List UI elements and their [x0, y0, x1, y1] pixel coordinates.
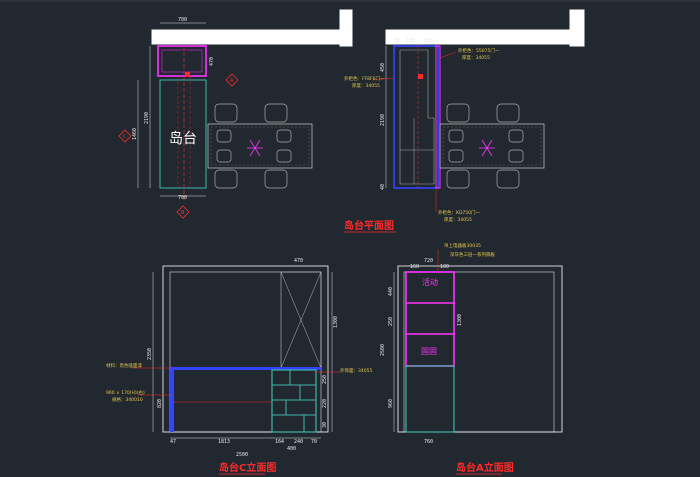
- table-pattern: [442, 126, 542, 166]
- island-edge-magenta: [435, 45, 441, 189]
- dim-a-right: 1300: [457, 314, 463, 326]
- chairs: [214, 103, 292, 189]
- table-pattern: [210, 126, 310, 166]
- callout-a-marker: [225, 73, 239, 87]
- dim-c-bottom-e: 70: [311, 439, 317, 445]
- dim-a-bottom: 760: [424, 439, 433, 445]
- dim-a-s1: 160: [410, 264, 419, 270]
- dim-c-r3: 30: [322, 422, 328, 428]
- room-outline: [162, 265, 329, 433]
- marker-square: [185, 72, 190, 77]
- island-top-cabinet: [157, 45, 207, 77]
- flower-icon: [479, 139, 495, 157]
- note-c-r1: 外饰面：34055: [340, 367, 372, 374]
- counter-side: [170, 370, 174, 432]
- note-p2-b2: 厚度：34055: [444, 216, 472, 223]
- elevation-a: 活动 固固 720 440 250 2500 960 1300 760 160 …: [380, 242, 563, 475]
- dim-p2-top-a: 30: [394, 38, 400, 44]
- dim-top-width: 700: [178, 17, 187, 23]
- elev-c-title: 岛台C立面图: [219, 461, 276, 474]
- marker-square: [418, 74, 423, 79]
- lower-shelving: [271, 369, 317, 433]
- note-p2-b1: 外柜色：KD750门一: [438, 209, 481, 216]
- active-label: 活动: [422, 277, 438, 287]
- cabinet-inner: [399, 49, 435, 185]
- note-p2-tr: 外柜色：55075门一: [458, 47, 500, 54]
- dim-c-lower-a: 820: [157, 399, 163, 408]
- island-top-inner: [161, 49, 203, 73]
- cabinet-cross: [280, 271, 322, 369]
- dim-c-bottom-d: 240: [294, 439, 303, 445]
- callout-c: C: [123, 134, 127, 140]
- note-p2-tr2: 厚度：34055: [462, 54, 490, 61]
- dim-a-top: 720: [424, 258, 433, 264]
- note-c-l3: 规格：340010: [112, 396, 143, 403]
- dining-table: [439, 123, 545, 169]
- callout-b-marker: [176, 205, 190, 219]
- dim-left-total: 2190: [144, 112, 150, 124]
- chairs: [446, 103, 524, 189]
- plan-right: 30 100 200 450 2190 40 外柜色：55075门一 厚度：34…: [344, 9, 585, 233]
- dim-c-bottom-b: 1813: [218, 439, 230, 445]
- dim-p2-side-b: 2190: [380, 114, 386, 126]
- elev-a-title: 岛台A立面图: [456, 461, 514, 474]
- note-p2-l2: 厚度：34055: [352, 82, 380, 89]
- dim-a-side-a: 440: [388, 287, 394, 296]
- callout-c-marker: [118, 129, 132, 143]
- note-a-1: 吊上电器板30035: [444, 242, 481, 249]
- leader-line: [371, 77, 395, 81]
- fixed-label: 固固: [421, 347, 437, 356]
- dim-c-total: 2500: [236, 452, 248, 458]
- island-outline: [159, 79, 207, 189]
- note-c-l1: 材料：黑色哑面漆: [106, 362, 142, 369]
- dim-bottom-width: 700: [178, 195, 187, 201]
- leader-line: [439, 51, 457, 59]
- dim-c-bottom-a: 47: [170, 439, 176, 445]
- dim-c-left: 2350: [147, 348, 153, 360]
- dim-a-side-c: 2500: [380, 344, 386, 356]
- plan-left: 700 岛台 1460 2190 470 700 C A B: [118, 9, 353, 219]
- elevation-c: 470 2350 820 1300 250 220 30 47 1813 164…: [106, 258, 372, 475]
- dim-side-top: 470: [209, 57, 215, 66]
- island-outline-blue: [393, 45, 439, 189]
- dining-table: [207, 123, 313, 169]
- dim-p2-side-a: 450: [380, 63, 386, 72]
- note-p2-l1: 外柜色：FF8F0门一: [344, 75, 385, 82]
- note-a-2: 深灰色三层一系列隔板: [450, 251, 495, 258]
- dim-a-side-b: 250: [388, 317, 394, 326]
- plan-title: 岛台平面图: [344, 219, 394, 232]
- callout-a: A: [230, 78, 234, 84]
- dim-left-inner: 1460: [132, 128, 138, 140]
- flower-icon: [247, 139, 263, 157]
- dim-a-s2: 100: [440, 264, 449, 270]
- lower-cabinet: [405, 365, 455, 433]
- wall-right: [385, 9, 585, 47]
- dim-p2-top-c: 200: [424, 38, 433, 44]
- dim-c-top: 470: [294, 258, 303, 264]
- room-inner: [169, 271, 322, 433]
- counter-top: [170, 367, 321, 370]
- dim-p2-top-b: 100: [406, 38, 415, 44]
- dim-c-r2: 220: [322, 399, 328, 408]
- dim-p2-side-c: 40: [380, 184, 386, 190]
- dim-a-side-d: 960: [388, 399, 394, 408]
- dim-c-bottom-c: 164: [275, 439, 284, 445]
- note-c-l2: 960 × 170(H)(右): [106, 389, 145, 396]
- dim-c-r1: 250: [322, 375, 328, 384]
- dim-c-right: 1300: [333, 316, 339, 328]
- island-label: 岛台: [169, 131, 197, 147]
- wall-left: [151, 9, 353, 47]
- dim-c-sub: 400: [287, 446, 296, 452]
- room-inner: [403, 271, 555, 433]
- callout-b: B: [181, 210, 185, 216]
